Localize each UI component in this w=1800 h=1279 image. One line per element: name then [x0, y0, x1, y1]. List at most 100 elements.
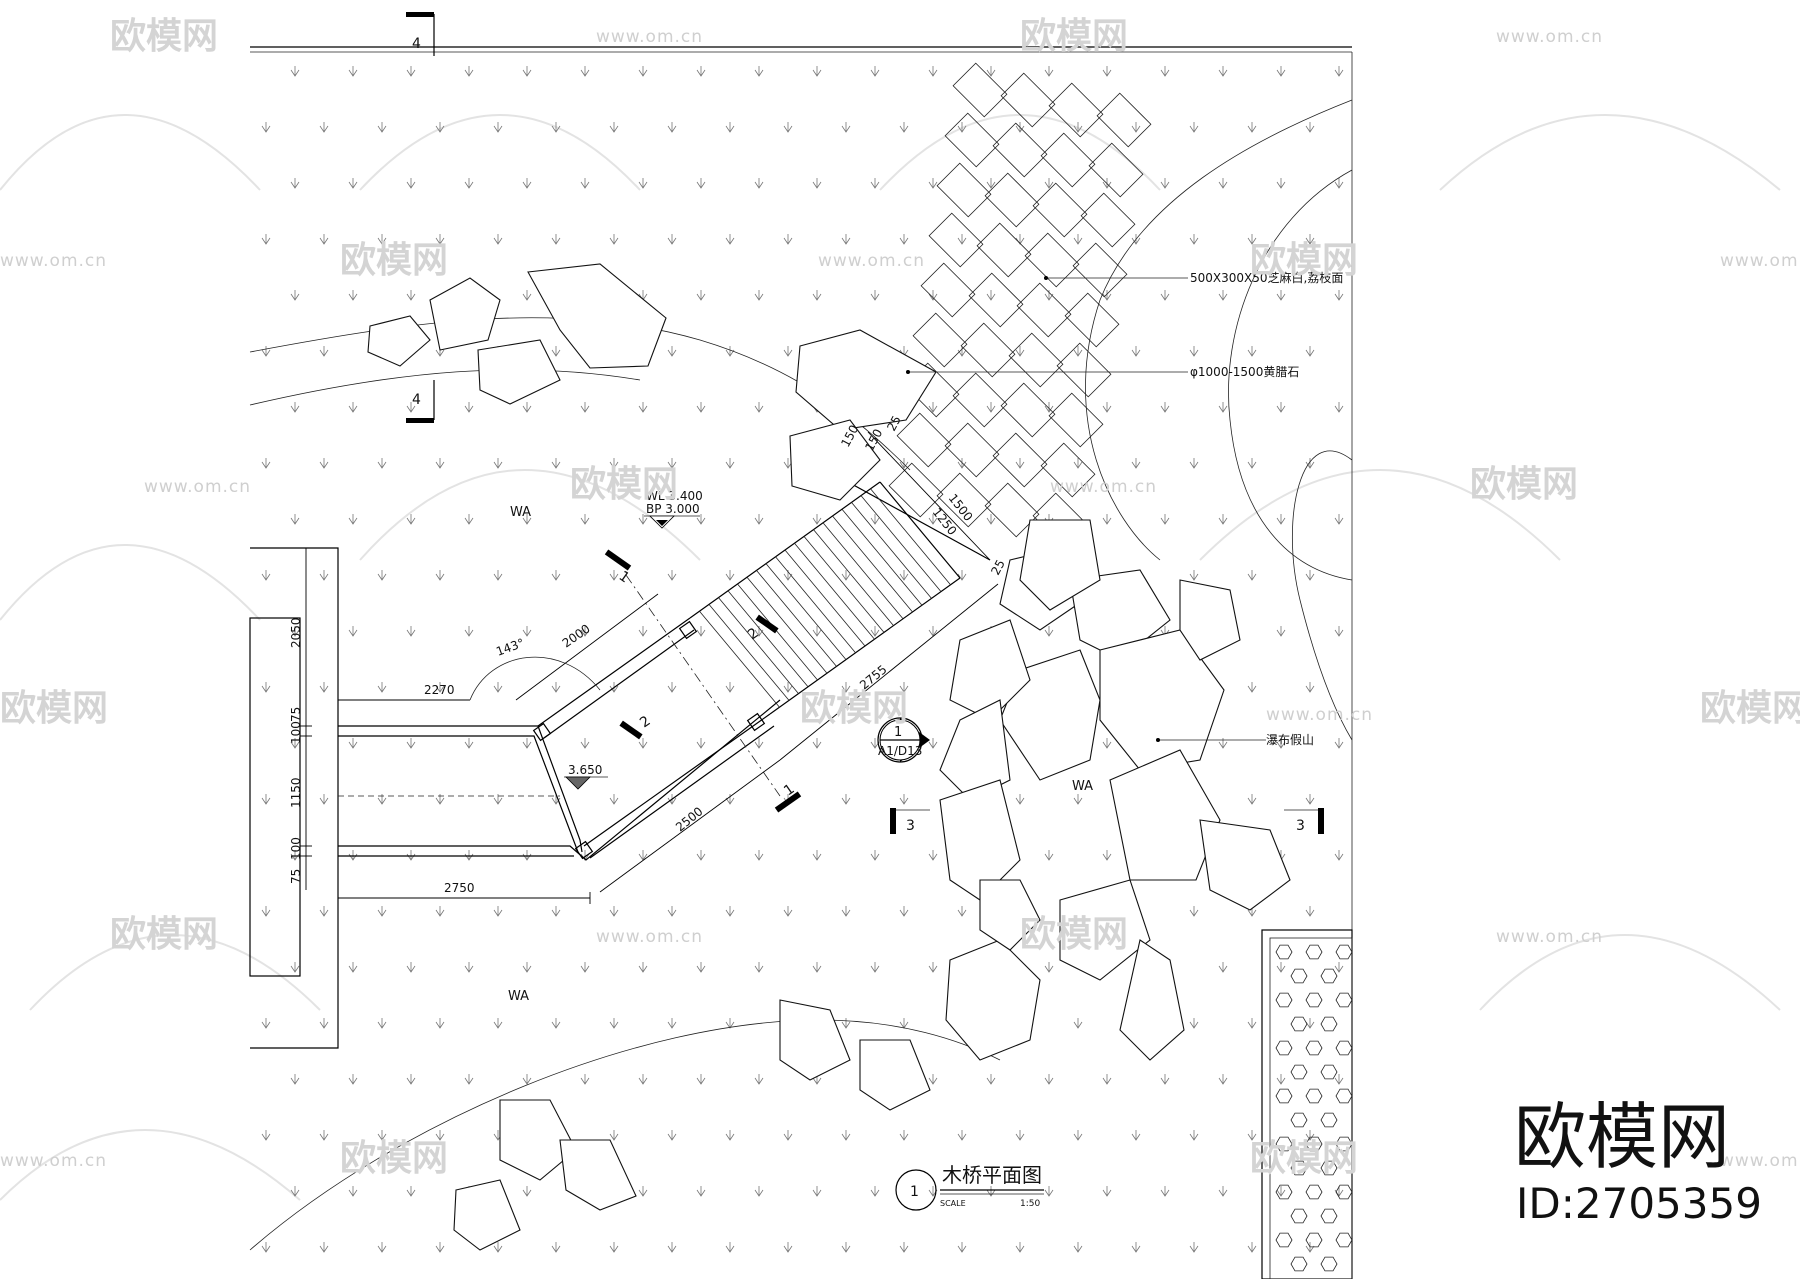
hex-paver [1305, 1184, 1323, 1200]
grass-symbol [725, 122, 735, 133]
grass-symbol [290, 738, 300, 749]
grass-symbol [522, 402, 532, 413]
grass-symbol [1305, 906, 1315, 917]
hex-paver [1290, 1112, 1308, 1128]
paving-stone [984, 482, 1040, 538]
hex-paver [1320, 968, 1338, 984]
grass-symbol [348, 962, 358, 973]
hex-paver [1305, 1136, 1323, 1152]
grass-symbol [406, 178, 416, 189]
grass-symbol [1044, 962, 1054, 973]
left-wall [249, 547, 339, 1049]
grass-symbol [957, 570, 967, 581]
grass-symbol [1276, 962, 1286, 973]
grass-symbol [928, 850, 938, 861]
grass-symbol [1218, 738, 1228, 749]
grass-symbol [464, 1074, 474, 1085]
grass-symbol [522, 66, 532, 77]
grass-symbol [1247, 458, 1257, 469]
hex-paver [1320, 1016, 1338, 1032]
grass-symbol [261, 682, 271, 693]
grass-symbol [957, 234, 967, 245]
grass-symbol [841, 1242, 851, 1253]
grass-symbol [290, 850, 300, 861]
grass-symbol [464, 402, 474, 413]
grass-symbol [435, 794, 445, 805]
scale-label: SCALE [940, 1199, 966, 1208]
grass-symbol [1015, 1242, 1025, 1253]
grass-symbol [870, 514, 880, 525]
grass-symbol [348, 290, 358, 301]
grass-symbol [348, 850, 358, 861]
stair-tread [784, 549, 866, 647]
paving-stone [1016, 282, 1072, 338]
paving-stone [1048, 82, 1104, 138]
grass-symbol [783, 1130, 793, 1141]
watermark-url: www.om.cn [1050, 477, 1157, 497]
rock [795, 329, 937, 431]
grass-symbol [1218, 402, 1228, 413]
grass-symbol [551, 1018, 561, 1029]
section-1-top-label: 1 [616, 568, 632, 586]
grass-symbol [754, 66, 764, 77]
grass-symbol [957, 346, 967, 357]
grass-symbol [261, 346, 271, 357]
paving-stone [1032, 182, 1088, 238]
grass-symbol [319, 234, 329, 245]
grass-symbol [1160, 402, 1170, 413]
grass-symbol [986, 1074, 996, 1085]
grass-symbol [551, 346, 561, 357]
grass-symbol [754, 1074, 764, 1085]
grass-symbol [870, 178, 880, 189]
grass-symbol [754, 514, 764, 525]
grass-symbol [783, 122, 793, 133]
grass-symbol [667, 1242, 677, 1253]
grass-symbol [1160, 290, 1170, 301]
bottom-level-label: BP 3.000 [646, 502, 700, 516]
watermark-brand: 欧模网 [340, 240, 448, 281]
paving-stone [1088, 142, 1144, 198]
grass-symbol [1247, 794, 1257, 805]
dim-2500: 2500 [673, 804, 706, 834]
paving-stone [1008, 332, 1064, 388]
grass-symbol [261, 1242, 271, 1253]
scale-value: 1:50 [1020, 1199, 1040, 1209]
grass-symbol [1189, 458, 1199, 469]
grass-symbol [435, 1018, 445, 1029]
hex-paver [1305, 1232, 1323, 1248]
paving-stone [936, 472, 992, 528]
grass-symbol [290, 514, 300, 525]
grass-symbol [986, 66, 996, 77]
grass-symbol [522, 626, 532, 637]
grass-symbol [638, 738, 648, 749]
paving-stone [896, 412, 952, 468]
grass-symbol [464, 66, 474, 77]
grass-symbol [899, 1130, 909, 1141]
grass-symbol [812, 290, 822, 301]
grass-symbol [783, 906, 793, 917]
grass-symbol [551, 570, 561, 581]
watermark-brand: 欧模网 [570, 464, 678, 505]
grass-symbol [377, 122, 387, 133]
grass-symbol [1044, 66, 1054, 77]
grass-symbol [551, 458, 561, 469]
grass-symbol [667, 234, 677, 245]
grass-symbol [1044, 402, 1054, 413]
grass-symbol [464, 178, 474, 189]
detail-callout-bottom: A1/D13 [878, 744, 922, 758]
stair-tread [803, 536, 885, 633]
grass-symbol [1218, 1074, 1228, 1085]
grass-symbol [261, 906, 271, 917]
grass-symbol [522, 1074, 532, 1085]
hex-paver [1305, 1040, 1323, 1056]
grass-symbol [1218, 962, 1228, 973]
hex-paver [1275, 1040, 1293, 1056]
grass-symbol [493, 1018, 503, 1029]
grass-symbol [290, 962, 300, 973]
section-4-bottom-label: 4 [412, 392, 421, 408]
rockery-annotation: 瀑布假山 [1266, 733, 1314, 747]
stair-tread [794, 542, 875, 640]
grass-symbol [1218, 514, 1228, 525]
grass-symbol [1073, 234, 1083, 245]
grass-symbol [1305, 1130, 1315, 1141]
